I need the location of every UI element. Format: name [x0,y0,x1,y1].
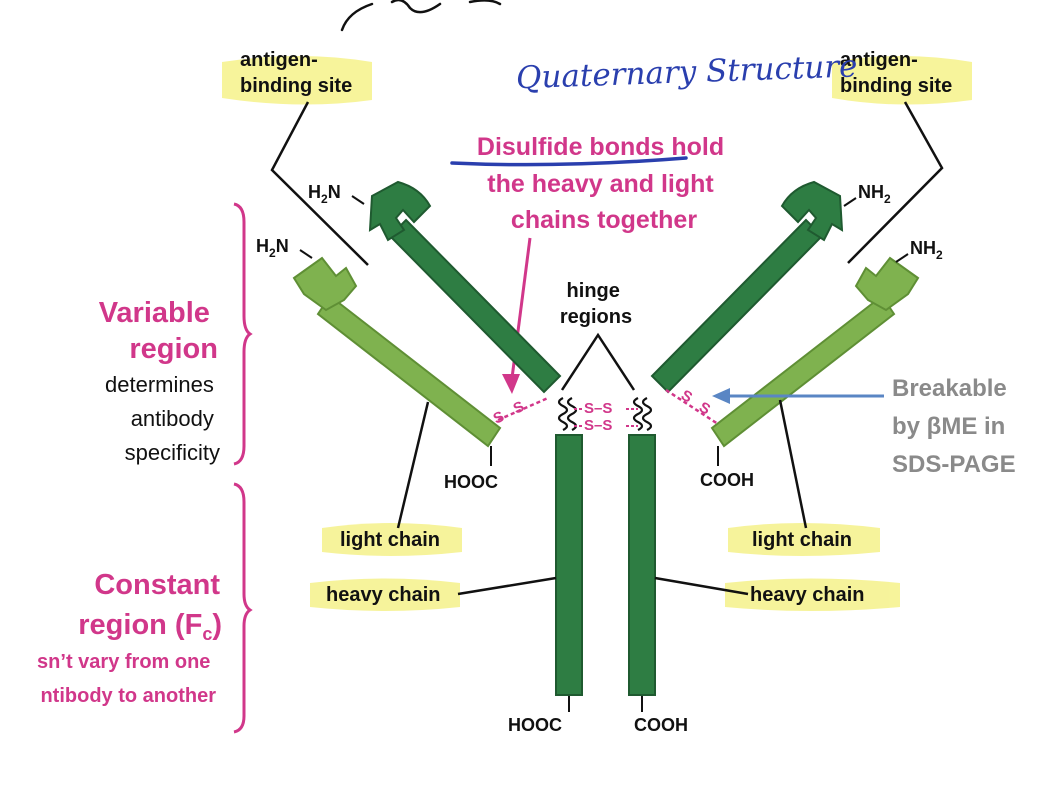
constant-region-title-line2: region (Fc) [78,609,222,644]
disulfide-left: S S [491,396,549,428]
hinge-coil-left [557,397,578,431]
light-chain-pointer-left [396,401,430,529]
antigen-site-right-label: antigen- binding site [840,49,952,97]
antigen-pointer-left [270,101,369,266]
svg-text:S: S [696,399,713,419]
constant-region-brace [233,482,253,734]
light-chain-label-left: light chain [340,529,440,551]
svg-text:S: S [678,387,695,407]
light-chain-pointer-right [778,399,808,529]
light-chain-arm-left [292,256,502,448]
nh2-tick-heavy-right [843,197,857,207]
variable-region-description: determines antibody specificity [105,372,220,465]
antigen-site-left-label: antigen- binding site [240,49,352,97]
disulfide-underline [450,156,688,167]
highlight-light-chain-right [728,523,880,556]
handwritten-squiggle [340,0,502,32]
light-chain-tip-right [854,256,920,312]
hinge-pointer [560,332,636,391]
light-chain-tip-left [292,256,358,312]
highlight-heavy-chain-right [725,578,900,611]
heavy-chain-stem-left [555,434,583,696]
h2n-tick-light-left [299,249,313,259]
hinge-label: hinge regions [560,280,632,328]
constant-region-description: sn’t vary from one ntibody to another [37,651,216,707]
disulfide-arrowhead [502,374,520,394]
cooh-label-heavy-bottom: COOH [634,715,688,735]
highlight-antigen-left [222,56,372,105]
breakable-note: Breakable by βME in SDS-PAGE [892,375,1016,478]
hinge-coil-right [632,397,653,431]
hinge-disulfide-top: S–S [584,400,612,417]
heavy-chain-stem-right [628,434,656,696]
heavy-chain-arm-right [650,180,844,394]
variable-region-title: Variable region [99,297,218,365]
hooc-label-heavy-bottom: HOOC [508,715,562,735]
heavy-chain-arm-left [368,180,562,394]
h2n-label-heavy-left: H2N [308,182,341,206]
highlight-marks [222,56,972,611]
heavy-chain-label-right: heavy chain [750,584,865,606]
heavy-chain-tip-right [780,180,844,242]
quaternary-structure-annotation: Quaternary Structure [515,48,858,96]
highlight-heavy-chain-left [310,578,460,611]
nh2-tick-light-right [895,253,909,263]
highlight-antigen-right [832,56,972,105]
h2n-label-light-left: H2N [256,236,289,260]
nh2-label-light-right: NH2 [910,238,943,262]
disulfide-heading: Disulfide bonds hold the heavy and light… [477,133,731,234]
disulfide-right: S S [665,387,719,426]
heavy-chain-label-left: heavy chain [326,584,441,606]
h2n-tick-heavy-left [351,195,365,205]
cooh-label-light-right: COOH [700,470,754,490]
heavy-chain-pointer-right [654,576,749,596]
highlight-light-chain-left [322,523,462,556]
antigen-pointer-right [847,101,944,264]
breakable-arrowhead [712,388,730,404]
heavy-chain-pointer-left [457,576,557,596]
nh2-label-heavy-right: NH2 [858,182,891,206]
hooc-label-light-left: HOOC [444,472,498,492]
heavy-chain-stems [555,434,656,696]
light-chain-arm-right [710,256,920,448]
constant-region-title: Constant [94,569,220,601]
light-chain-label-right: light chain [752,529,852,551]
heavy-chain-tip-left [368,180,432,242]
variable-region-brace [233,202,253,466]
hinge-disulfide-bottom: S–S [584,417,612,434]
